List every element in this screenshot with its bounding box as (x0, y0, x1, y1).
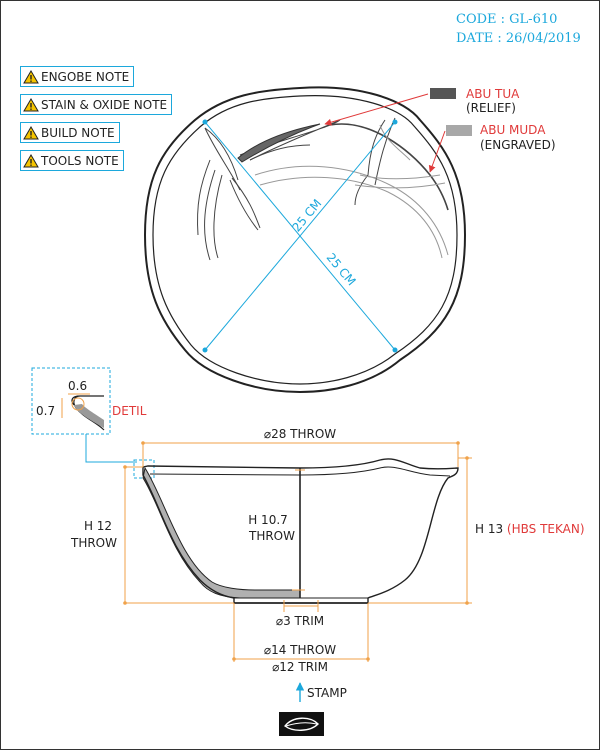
note-label: STAIN & OXIDE NOTE (41, 97, 168, 112)
legend-swatch-light (446, 125, 472, 136)
height-inner-label: H 10.7 (248, 513, 288, 527)
height-left-sub: THROW (70, 536, 117, 550)
warning-icon (23, 125, 39, 139)
tools-note-button[interactable]: TOOLS NOTE (20, 150, 124, 171)
bowl-outer-profile (142, 458, 459, 604)
legend-arrow-engraved (428, 130, 446, 173)
legend-dark-sub: (RELIEF) (466, 101, 516, 115)
height-right-label: H 13 (HBS TEKAN) (475, 522, 585, 536)
legend-light-label: ABU MUDA (480, 123, 546, 137)
grain-head (237, 123, 321, 163)
rim-diameter-label: ⌀28 THROW (264, 427, 336, 441)
detail-height: 0.7 (36, 404, 55, 418)
build-note-button[interactable]: BUILD NOTE (20, 122, 120, 143)
height-inner-sub: THROW (248, 529, 295, 543)
detail-leader (85, 434, 137, 463)
diameter-line-b (204, 121, 396, 351)
foot-throw-label: ⌀14 THROW (264, 643, 336, 657)
top-view: 25 CM 25 CM (143, 86, 467, 394)
warning-icon (23, 69, 39, 83)
detail-label: DETIL (112, 404, 147, 418)
drawing-date: DATE : 26/04/2019 (456, 31, 581, 46)
note-label: ENGOBE NOTE (41, 69, 130, 84)
stamp-logo-icon (279, 712, 324, 736)
height-left-label: H 12 (84, 519, 112, 533)
note-label: BUILD NOTE (41, 125, 115, 140)
title-block: CODE : GL-610 DATE : 26/04/2019 (456, 10, 581, 48)
top-dimension-a: 25 CM (289, 196, 324, 234)
top-dimension-b: 25 CM (324, 250, 359, 288)
stain-oxide-note-button[interactable]: STAIN & OXIDE NOTE (20, 94, 173, 115)
bowl-rim-inner (149, 466, 451, 477)
stamp-label: STAMP (307, 686, 347, 700)
legend-swatch-dark (430, 88, 456, 99)
legend-dark-label: ABU TUA (466, 87, 520, 101)
legend-light-sub: (ENGRAVED) (480, 138, 556, 152)
section-view: ⌀28 THROW H 12 THROW H 10.7 THROW H 13 (… (70, 427, 585, 674)
warning-icon (23, 97, 39, 111)
engobe-note-button[interactable]: ENGOBE NOTE (20, 66, 135, 87)
leaf-decoration (197, 117, 449, 261)
detail-view: 0.6 0.7 DETIL (31, 367, 155, 479)
product-code: CODE : GL-610 (456, 12, 558, 27)
detail-width: 0.6 (68, 379, 87, 393)
trim-label: ⌀3 TRIM (276, 614, 324, 628)
notes-panel: ENGOBE NOTE STAIN & OXIDE NOTE BUILD NOT… (20, 66, 173, 178)
legend: ABU TUA (RELIEF) ABU MUDA (ENGRAVED) (324, 87, 556, 173)
stamp-area: STAMP (279, 682, 347, 736)
warning-icon (23, 153, 39, 167)
foot-trim-label: ⌀12 TRIM (272, 660, 328, 674)
plate-rim-inner (152, 95, 458, 385)
legend-arrow-relief (324, 93, 429, 126)
detail-box (31, 367, 111, 435)
note-label: TOOLS NOTE (41, 153, 119, 168)
